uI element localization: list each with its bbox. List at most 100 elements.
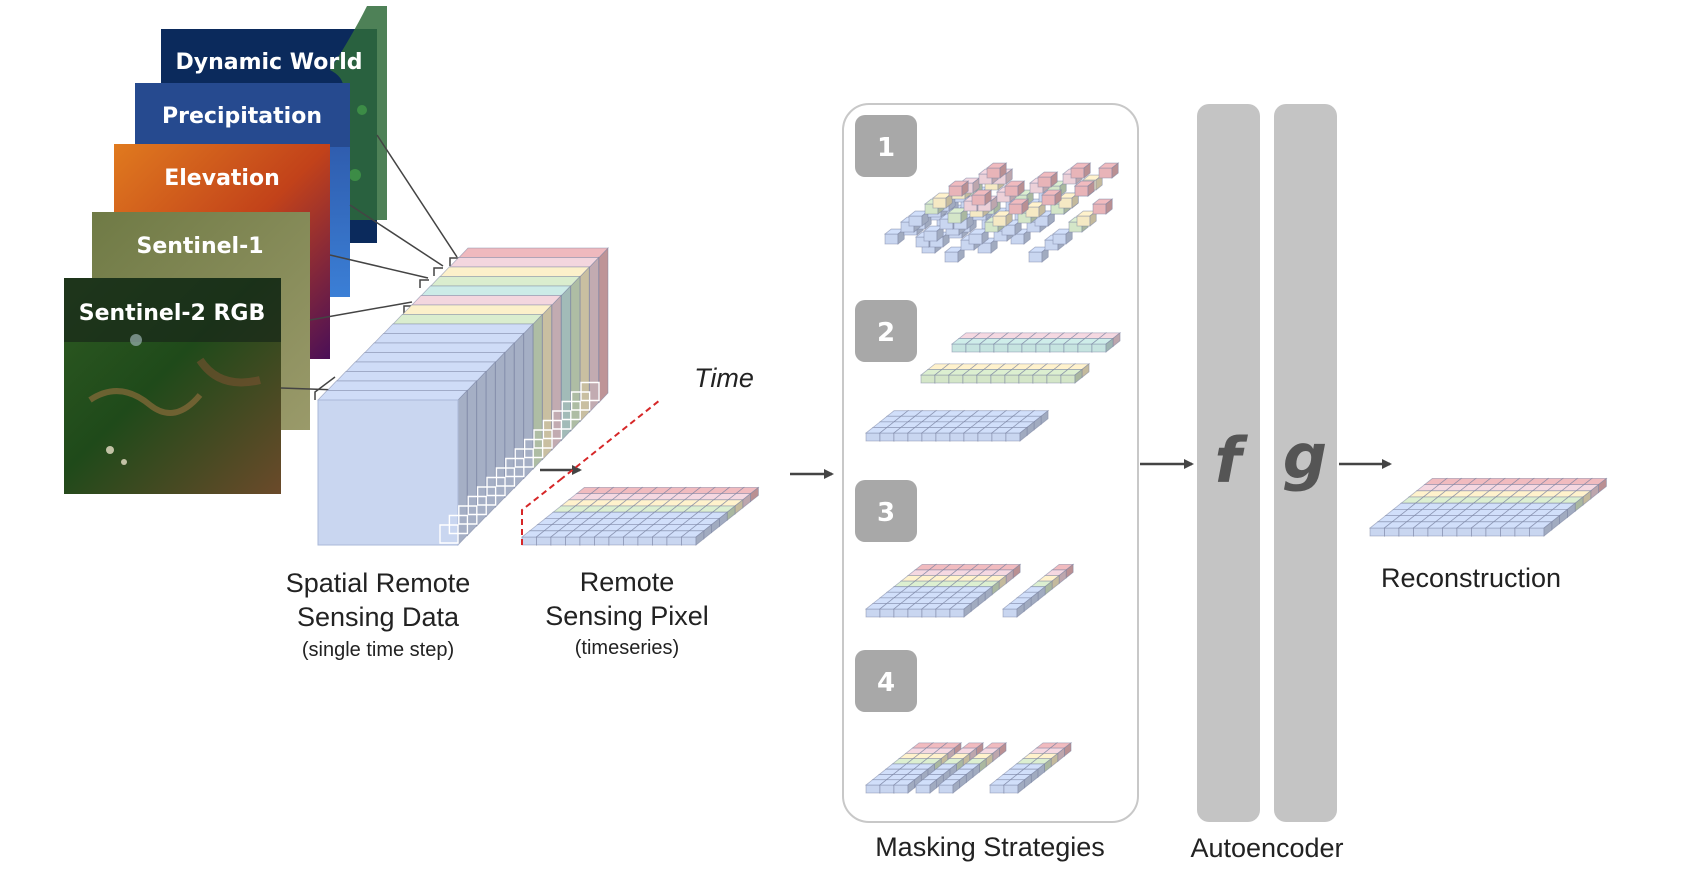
mask-3-cell: [893, 608, 909, 618]
mask-3-cell: [935, 608, 951, 618]
reconstruction-cell: [1384, 527, 1400, 537]
pixel-column-outline: [439, 381, 600, 544]
mask-2-cell: [865, 432, 881, 442]
input-layers: Dynamic World Precipitation Elevation Se…: [64, 6, 459, 494]
pixel-column-cell: [542, 419, 563, 440]
reconstruction-cell: [1500, 527, 1516, 537]
reconstruction-cell: [1398, 527, 1414, 537]
spatial-label-line2: Sensing Data: [297, 602, 460, 632]
reconstruction-cell: [1427, 527, 1443, 537]
pixel-column-cell: [523, 438, 544, 459]
mask-4-cell: [929, 778, 938, 794]
mask-2-cell: [951, 343, 967, 353]
mask-3-cell: [949, 608, 965, 618]
reconstruction-cell: [1529, 527, 1545, 537]
mask-3-cell: [963, 602, 972, 618]
decoder-bar: [1274, 104, 1337, 822]
mask-1-cell: [1004, 185, 1019, 197]
cube-slice-top: [439, 266, 591, 277]
svg-text:2: 2: [877, 318, 895, 348]
mask-4-cell: [893, 784, 909, 794]
mask-2-cell: [907, 432, 923, 442]
layer-title-sentinel-1: Sentinel-1: [136, 234, 263, 259]
reconstruction-cell: [1369, 527, 1385, 537]
timeseries-cell: [550, 536, 566, 546]
mask-4-cell: [989, 784, 1005, 794]
land-cover-dot: [349, 169, 361, 181]
svg-text:1: 1: [877, 133, 895, 163]
reconstruction-label: Reconstruction: [1381, 563, 1561, 593]
pixel-column-cell: [561, 400, 581, 421]
mask-1-cell: [908, 215, 923, 227]
encoder-bar: [1197, 104, 1260, 822]
mask-2-cell: [948, 374, 964, 384]
cube-slice-top: [335, 371, 487, 382]
mask-4-cell: [907, 778, 916, 794]
mask-2-cell: [1060, 374, 1076, 384]
timeseries-cell: [565, 536, 581, 546]
cube-slice-top: [326, 380, 478, 391]
pixel-column-cell: [476, 486, 497, 506]
reconstruction-cell: [1543, 520, 1553, 537]
timeseries-cell: [521, 536, 537, 546]
mask-1-cell: [1083, 162, 1091, 179]
mask-1-cell: [1037, 176, 1052, 188]
mask-1-cell: [1111, 162, 1119, 179]
layer-title-precipitation: Precipitation: [162, 104, 322, 129]
cube-front-face: [317, 399, 459, 546]
mask-1-cell: [986, 167, 1001, 179]
masking-panel-frame: [842, 103, 1139, 823]
mask-4-cell: [915, 784, 931, 794]
mask-2-cell: [965, 343, 981, 353]
mask-2-cell: [977, 432, 993, 442]
timeseries-cell: [681, 536, 697, 546]
pixel-label-line2: Sensing Pixel: [545, 601, 709, 631]
mask-2-cell: [949, 432, 965, 442]
cube-slice-top: [429, 276, 581, 287]
cube-slice-top: [401, 304, 553, 315]
svg-text:3: 3: [877, 498, 895, 528]
pixel-column-cell: [467, 495, 487, 516]
remote-sensing-pixel: Time Remote Sensing Pixel (timeseries): [520, 363, 760, 659]
timeseries-cell: [579, 536, 595, 546]
cube-slice-side: [598, 246, 609, 404]
mask-1-cell: [923, 230, 938, 242]
spatial-data-cube: Spatial Remote Sensing Data (single time…: [286, 246, 609, 661]
time-axis-label: Time: [694, 363, 754, 393]
svg-text:4: 4: [877, 668, 895, 698]
cube-slice-top: [373, 333, 525, 344]
pixel-column-cell: [514, 448, 534, 468]
mask-2-cell: [991, 432, 1007, 442]
mask-1-cell: [948, 185, 963, 197]
timeseries-cell: [536, 536, 552, 546]
timeseries-cell: [608, 536, 624, 546]
mask-2-cell: [935, 432, 951, 442]
mask-2-cell: [1032, 374, 1048, 384]
mask-2-cell: [1019, 426, 1028, 442]
mask-2-cell: [920, 374, 936, 384]
mask-1-cell: [1070, 167, 1085, 179]
mask-2-cell: [934, 374, 950, 384]
mask-2-cell: [979, 343, 995, 353]
mask-1-cell: [1087, 180, 1095, 197]
reconstruction-cell: [1442, 527, 1458, 537]
reconstruction-cell: [1471, 527, 1487, 537]
mask-1-cell: [1076, 215, 1091, 227]
mask-1-cell: [984, 189, 992, 206]
cube-slice-top: [458, 247, 609, 258]
mask-1-cell: [947, 212, 962, 224]
mask-2-cell: [1005, 432, 1021, 442]
reconstruction-cell: [1456, 527, 1472, 537]
pixel-label-line1: Remote: [580, 567, 675, 597]
strategy-badge-4: 4: [855, 650, 917, 712]
pixel-column-cell: [570, 391, 591, 411]
mask-3-cell: [1016, 602, 1025, 618]
reconstruction-cell: [1413, 527, 1429, 537]
pixel-label-sub: (timeseries): [575, 637, 679, 659]
timeseries-cell: [623, 536, 639, 546]
timeseries-cell: [594, 536, 610, 546]
layer-title-sentinel-2-rgb: Sentinel-2 RGB: [79, 301, 265, 326]
mask-2-cell: [963, 432, 979, 442]
mask-3-cell: [879, 608, 895, 618]
mask-2-cell: [1004, 374, 1020, 384]
